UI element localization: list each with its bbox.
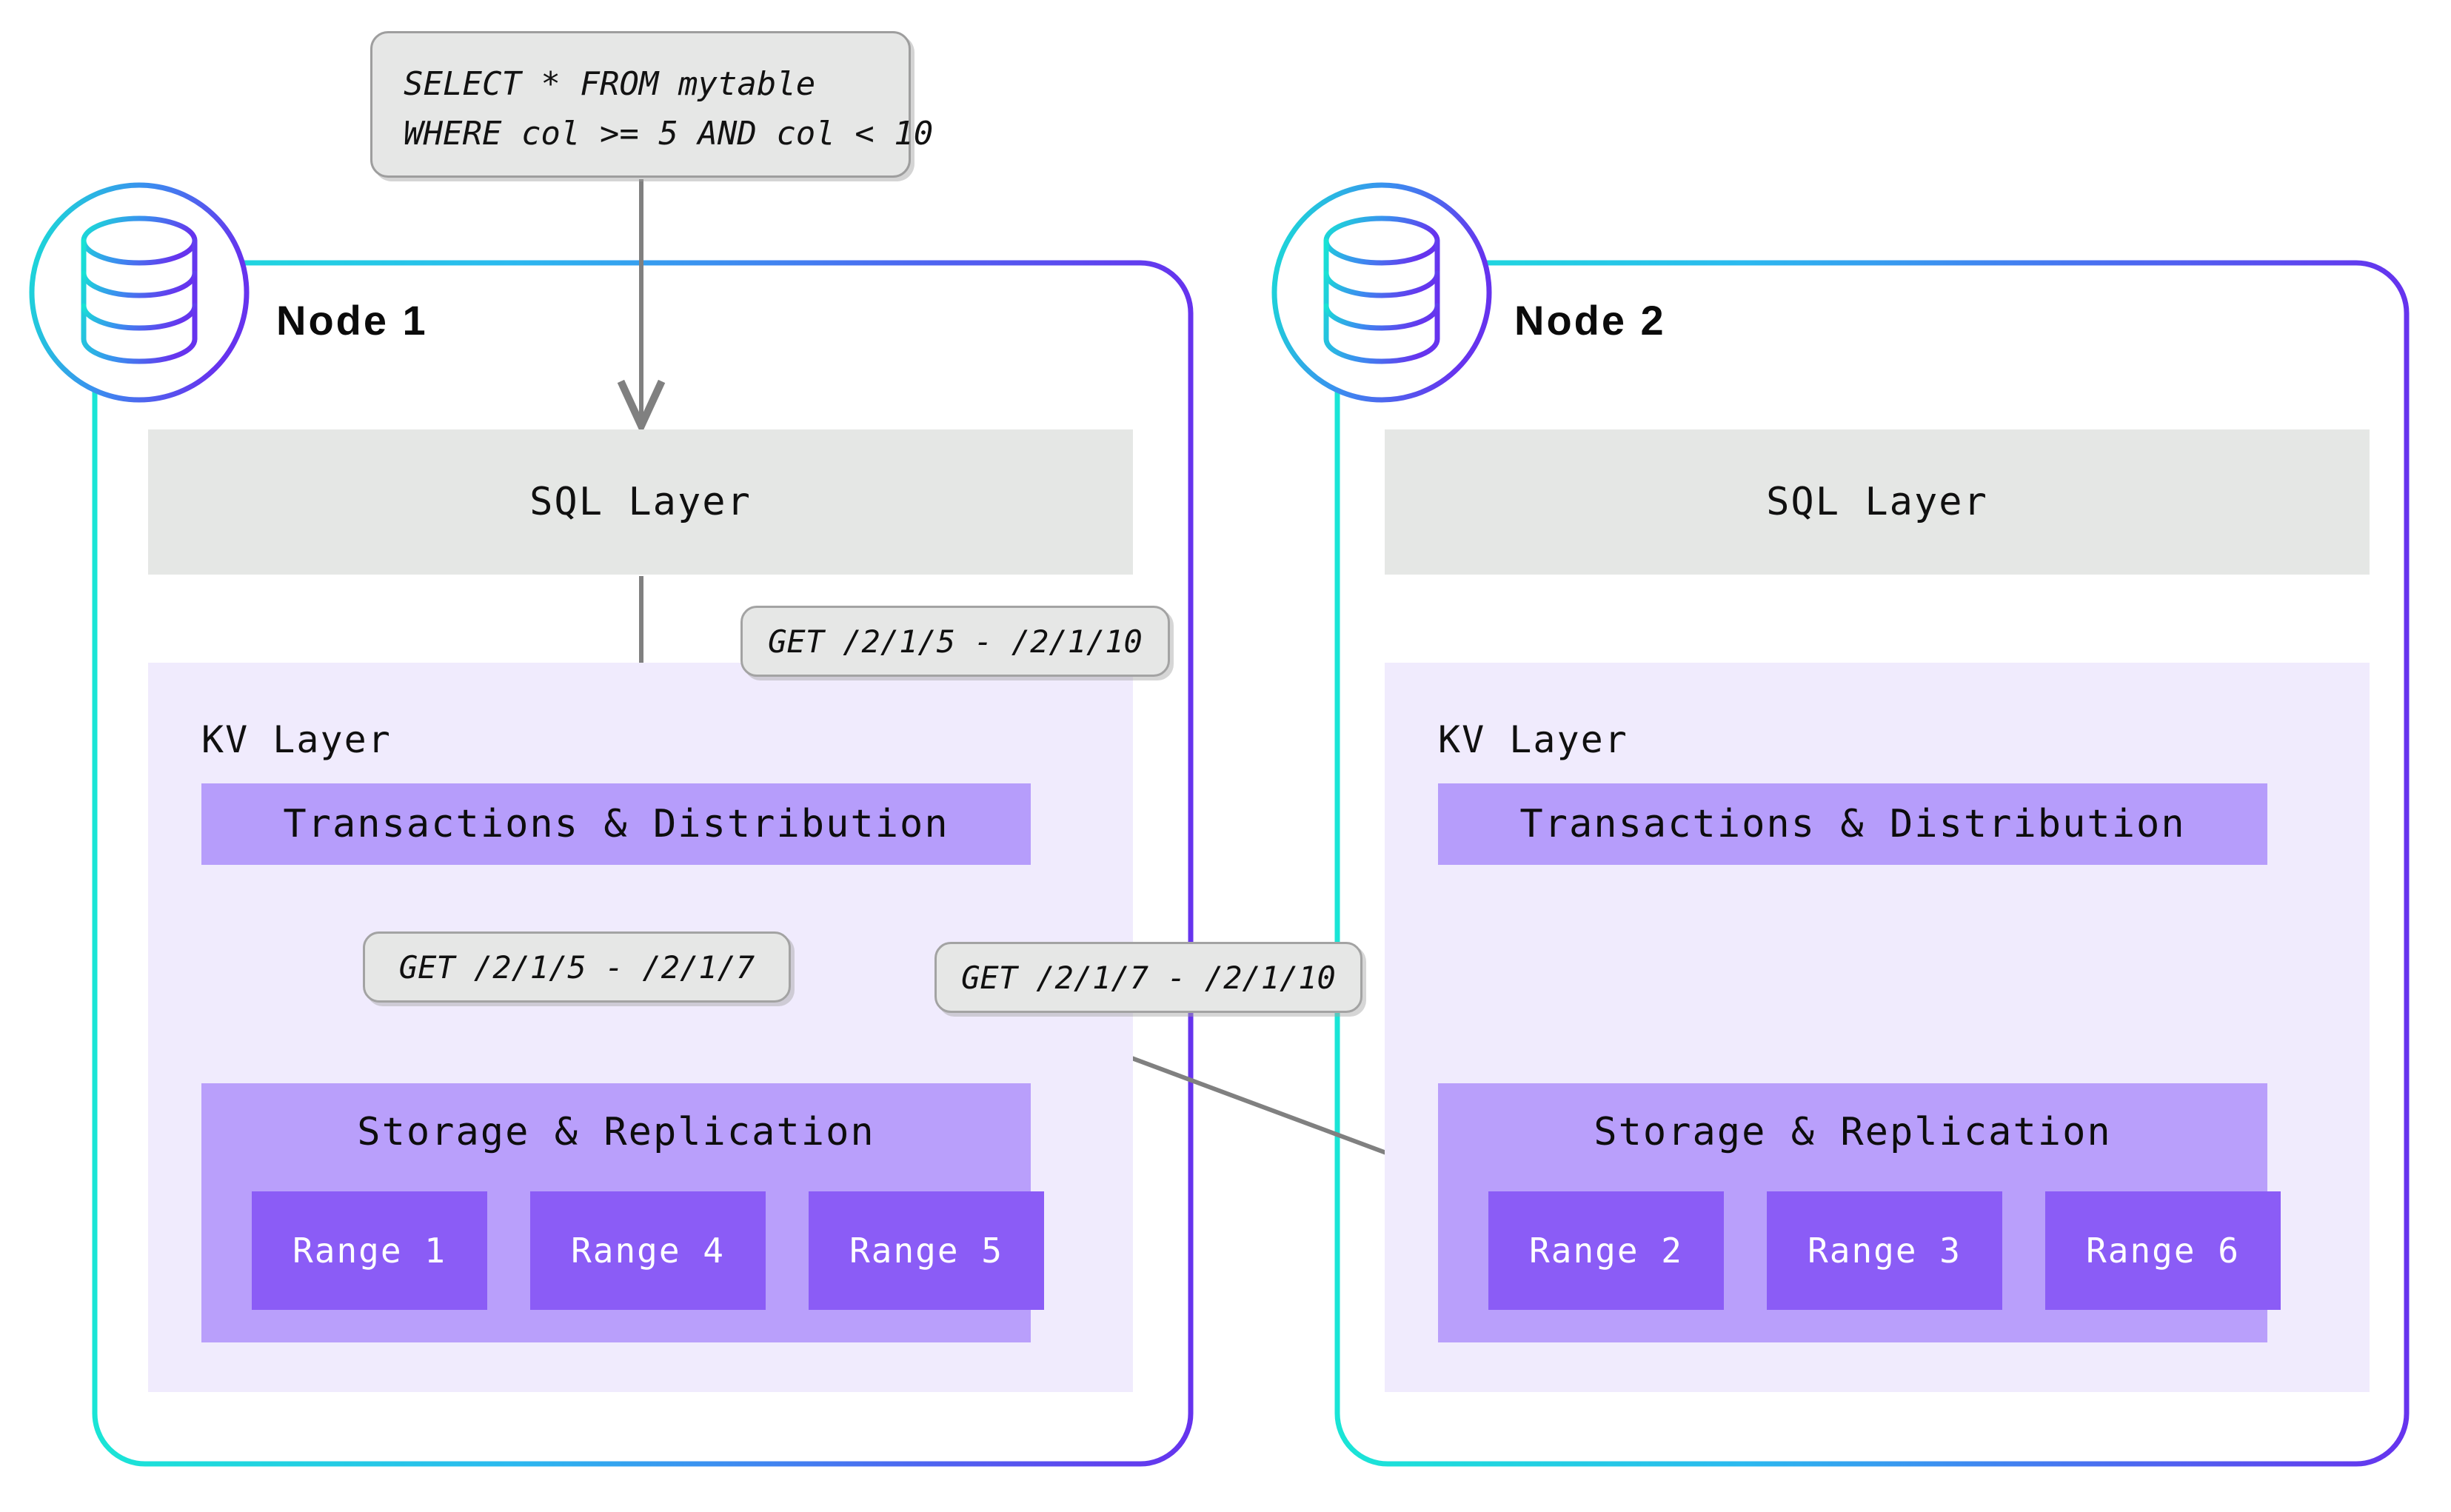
node-2-range-3[interactable]: Range 3 <box>1767 1191 2002 1310</box>
node-2-sql-layer[interactable]: SQL Layer <box>1385 429 2370 575</box>
sql-query-callout: SELECT * FROM mytable WHERE col >= 5 AND… <box>370 31 933 178</box>
node-2-frame <box>1334 260 2410 1467</box>
node-2-kv-layer[interactable]: KV Layer Transactions & Distribution Sto… <box>1385 663 2370 1392</box>
node-1-range-1-label: Range 1 <box>292 1231 447 1271</box>
node-1-sql-layer-label: SQL Layer <box>529 480 752 524</box>
pill-sql-to-kv: GET /2/1/5 - /2/1/10 <box>740 606 1170 677</box>
sql-query-line-2: WHERE col >= 5 AND col < 10 <box>404 114 934 153</box>
node-2-transactions-label: Transactions & Distribution <box>1519 802 2186 846</box>
node-1-range-5-label: Range 5 <box>849 1231 1003 1271</box>
node-2-range-2[interactable]: Range 2 <box>1488 1191 1724 1310</box>
node-2-storage-label: Storage & Replication <box>1594 1110 2112 1154</box>
node-1-range-5[interactable]: Range 5 <box>809 1191 1044 1310</box>
node-2-kv-layer-label: KV Layer <box>1438 718 1628 761</box>
node-1-range-1[interactable]: Range 1 <box>252 1191 487 1310</box>
node-1-kv-layer-label: KV Layer <box>201 718 392 761</box>
node-1-storage[interactable]: Storage & Replication Range 1 Range 4 Ra… <box>201 1083 1044 1342</box>
node-2-title: Node 2 <box>1514 297 1666 344</box>
node-2-range-2-label: Range 2 <box>1529 1231 1683 1271</box>
node-1-storage-label: Storage & Replication <box>357 1110 875 1154</box>
node-2-range-6[interactable]: Range 6 <box>2045 1191 2281 1310</box>
pill-kv-to-range5: GET /2/1/5 - /2/1/7 <box>363 931 791 1003</box>
node-1-kv-layer[interactable]: KV Layer Transactions & Distribution Sto… <box>148 663 1133 1392</box>
sql-query-text: SELECT * FROM mytable WHERE col >= 5 AND… <box>404 60 933 159</box>
node-2-sql-layer-label: SQL Layer <box>1766 480 1988 524</box>
pill-kv-to-range2: GET /2/1/7 - /2/1/10 <box>934 942 1362 1013</box>
node-2-range-3-label: Range 3 <box>1808 1231 1962 1271</box>
node-1-database-icon <box>29 182 250 403</box>
node-1-range-4[interactable]: Range 4 <box>530 1191 766 1310</box>
node-2-range-row: Range 2 Range 3 Range 6 <box>1488 1191 2281 1310</box>
pill-kv-to-range5-label: GET /2/1/5 - /2/1/7 <box>398 949 755 986</box>
node-1-range-row: Range 1 Range 4 Range 5 <box>252 1191 1044 1310</box>
pill-kv-to-range2-label: GET /2/1/7 - /2/1/10 <box>961 959 1336 996</box>
node-2-storage[interactable]: Storage & Replication Range 2 Range 3 Ra… <box>1438 1083 2281 1342</box>
node-2-database-icon <box>1271 182 1492 403</box>
node-1-range-4-label: Range 4 <box>571 1231 725 1271</box>
sql-query-line-1: SELECT * FROM mytable <box>404 65 816 103</box>
node-1-sql-layer[interactable]: SQL Layer <box>148 429 1133 575</box>
node-1-transactions[interactable]: Transactions & Distribution <box>201 783 1031 865</box>
node-2-range-6-label: Range 6 <box>2086 1231 2240 1271</box>
node-2-transactions[interactable]: Transactions & Distribution <box>1438 783 2267 865</box>
node-1-transactions-label: Transactions & Distribution <box>283 802 949 846</box>
node-1-title: Node 1 <box>276 297 428 344</box>
pill-sql-to-kv-label: GET /2/1/5 - /2/1/10 <box>768 623 1143 660</box>
